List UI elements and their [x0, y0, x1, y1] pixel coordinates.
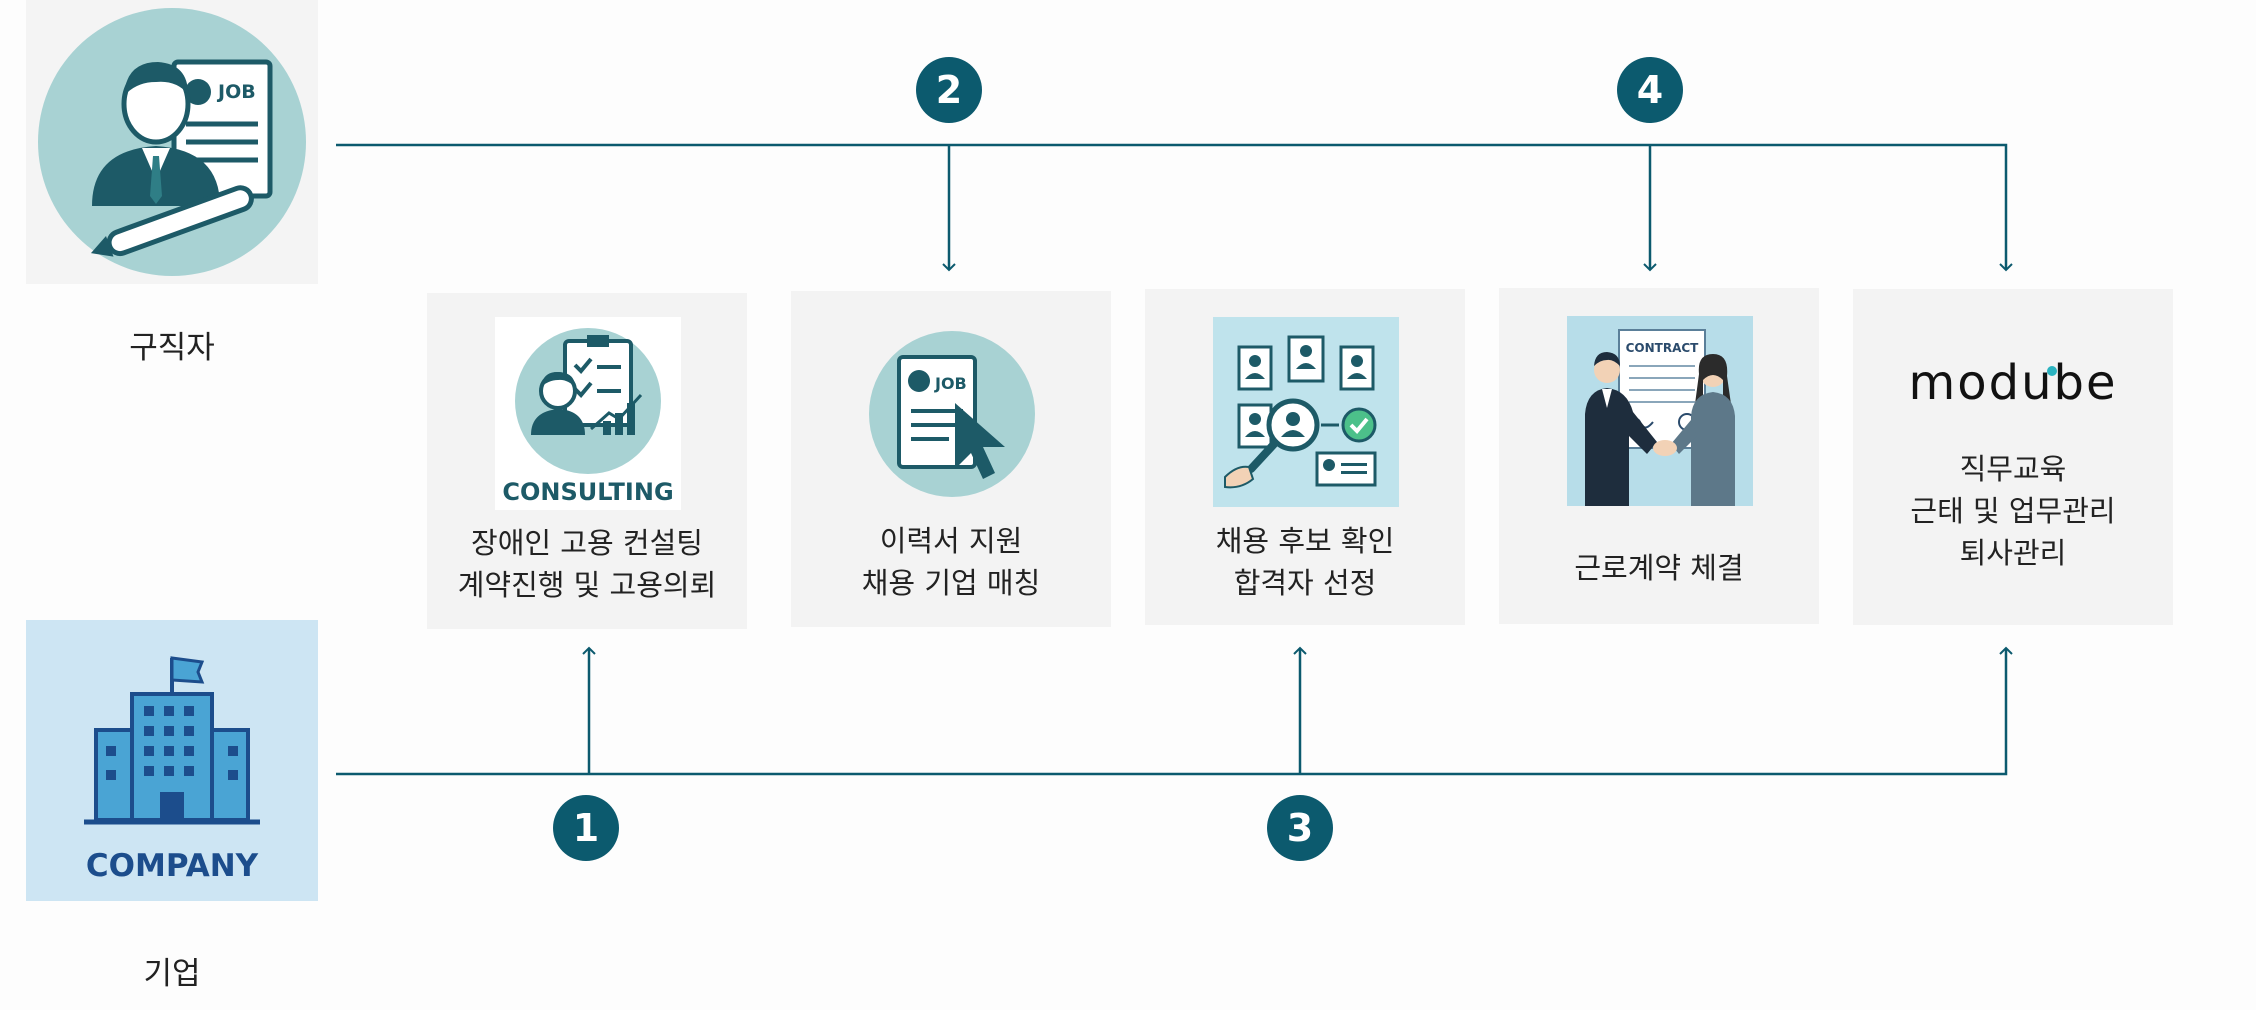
card-caption-line: 퇴사관리	[1959, 536, 2067, 570]
svg-text:JOB: JOB	[934, 374, 967, 393]
step-card-modube: modube 직무교육 근태 및 업무관리 퇴사관리	[1853, 289, 2173, 625]
contract-handshake-icon: CONTRACT	[1567, 316, 1753, 506]
modube-logo: modube	[1853, 349, 2173, 419]
step-badge-2: 2	[916, 57, 982, 123]
svg-text:CONTRACT: CONTRACT	[1626, 341, 1700, 355]
svg-text:modube: modube	[1908, 355, 2117, 411]
job-seeker-label: 구직자	[129, 330, 215, 366]
company-icon: COMPANY	[26, 620, 318, 901]
svg-text:COMPANY: COMPANY	[86, 848, 259, 884]
svg-text:CONSULTING: CONSULTING	[502, 478, 673, 506]
step-card-candidate: 채용 후보 확인 합격자 선정	[1145, 289, 1465, 625]
card-caption-line: 이력서 지원	[879, 524, 1023, 558]
card-caption-line: 근로계약 체결	[1574, 551, 1744, 585]
resume-click-icon: JOB	[859, 319, 1045, 509]
job-seeker-icon: JOB	[26, 0, 318, 284]
company-line	[336, 646, 2013, 776]
svg-text:JOB: JOB	[216, 81, 256, 103]
card-caption-line: 근태 및 업무관리	[1910, 494, 2116, 528]
step-badge-3: 3	[1267, 795, 1333, 861]
step-badge-1: 1	[553, 795, 619, 861]
company-label: 기업	[143, 956, 201, 992]
card-caption-line: 합격자 선정	[1233, 566, 1377, 600]
step-card-consulting: CONSULTING 장애인 고용 컨설팅 계약진행 및 고용의뢰	[427, 293, 747, 629]
card-caption-line: 채용 후보 확인	[1215, 524, 1395, 558]
consulting-icon: CONSULTING	[495, 317, 681, 510]
step-badge-4: 4	[1617, 57, 1683, 123]
card-caption-line: 채용 기업 매칭	[861, 566, 1041, 600]
candidate-search-icon	[1213, 317, 1399, 507]
card-caption-line: 직무교육	[1959, 452, 2067, 486]
step-card-resume: JOB 이력서 지원 채용 기업 매칭	[791, 291, 1111, 627]
step-card-contract: CONTRACT 근로계약 체결	[1499, 288, 1819, 624]
card-caption-line: 계약진행 및 고용의뢰	[457, 568, 717, 602]
card-caption-line: 장애인 고용 컨설팅	[471, 526, 703, 560]
job-seeker-line	[336, 143, 2013, 272]
